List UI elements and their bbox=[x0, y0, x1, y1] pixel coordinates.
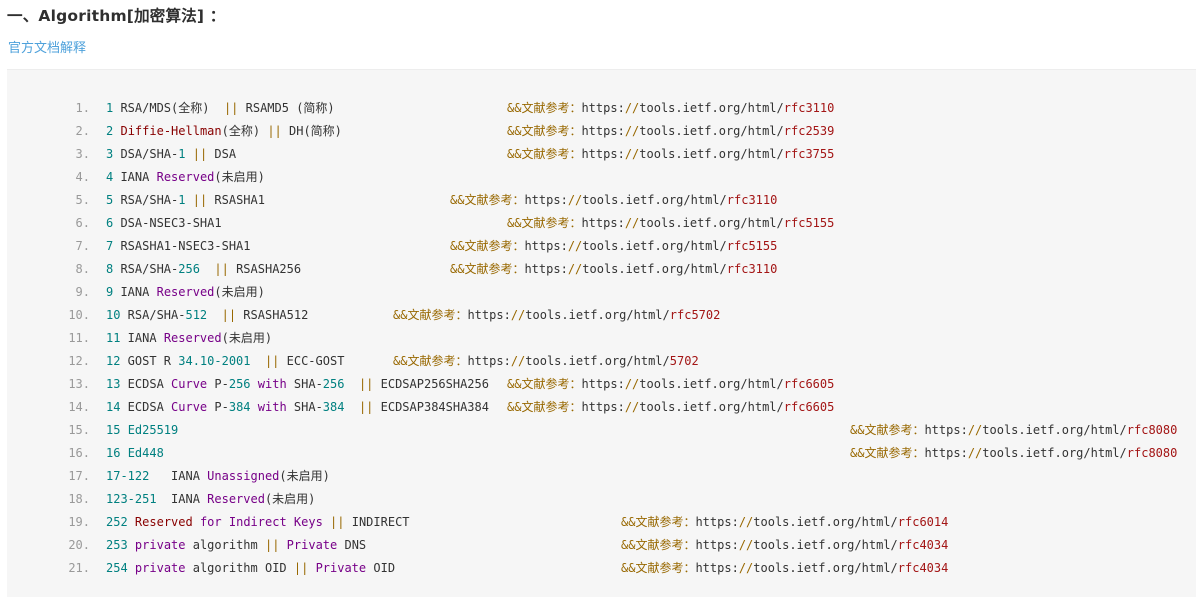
reference-url[interactable]: https://tools.ietf.org/html/rfc8080 bbox=[924, 446, 1178, 460]
code-line: 7. 7 RSASHA1-NSEC3-SHA1 &&文献参考：https://too… bbox=[7, 237, 1196, 255]
reference-url[interactable]: https://tools.ietf.org/html/rfc3110 bbox=[581, 101, 835, 115]
code-text: 3 DSA/SHA-1 || DSA bbox=[106, 147, 237, 161]
code-text: 2 Diffie-Hellman(全称) || DH(简称) bbox=[106, 124, 342, 138]
reference-note: &&文献参考：https://tools.ietf.org/html/rfc80… bbox=[850, 446, 1178, 460]
line-number: 13. bbox=[68, 377, 90, 391]
reference-url[interactable]: https://tools.ietf.org/html/rfc8080 bbox=[924, 423, 1178, 437]
code-text: 254 private algorithm OID || Private OID bbox=[106, 561, 396, 575]
line-number: 1. bbox=[75, 101, 90, 115]
section-heading: 一、Algorithm[加密算法] ： bbox=[7, 7, 226, 25]
code-text: 123-251 IANA Reserved(未启用) bbox=[106, 492, 316, 506]
code-line: 18. 123-251 IANA Reserved(未启用) bbox=[7, 490, 1196, 508]
line-number: 4. bbox=[75, 170, 90, 184]
code-text: 7 RSASHA1-NSEC3-SHA1 bbox=[106, 239, 251, 253]
code-line: 14. 14 ECDSA Curve P-384 with SHA-384 || … bbox=[7, 398, 1196, 416]
code-text: 4 IANA Reserved(未启用) bbox=[106, 170, 265, 184]
reference-note: &&文献参考：https://tools.ietf.org/html/rfc51… bbox=[450, 239, 778, 253]
line-number: 18. bbox=[68, 492, 90, 506]
line-number: 20. bbox=[68, 538, 90, 552]
reference-url[interactable]: https://tools.ietf.org/html/rfc6605 bbox=[581, 400, 835, 414]
reference-note: &&文献参考：https://tools.ietf.org/html/rfc66… bbox=[507, 377, 835, 391]
reference-url[interactable]: https://tools.ietf.org/html/rfc2539 bbox=[581, 124, 835, 138]
line-number: 17. bbox=[68, 469, 90, 483]
line-number: 6. bbox=[75, 216, 90, 230]
code-line: 16. 16 Ed448 &&文献参考：https://tools.ietf.org… bbox=[7, 444, 1196, 462]
line-number: 7. bbox=[75, 239, 90, 253]
code-line: 13. 13 ECDSA Curve P-256 with SHA-256 || … bbox=[7, 375, 1196, 393]
reference-note: &&文献参考：https://tools.ietf.org/html/5702 bbox=[393, 354, 699, 368]
code-line: 20. 253 private algorithm || Private DNS &… bbox=[7, 536, 1196, 554]
code-line: 19. 252 Reserved for Indirect Keys || IND… bbox=[7, 513, 1196, 531]
reference-note: &&文献参考：https://tools.ietf.org/html/rfc25… bbox=[507, 124, 835, 138]
code-text: 17-122 IANA Unassigned(未启用) bbox=[106, 469, 330, 483]
code-line: 2. 2 Diffie-Hellman(全称) || DH(简称) &&文献参考：h… bbox=[7, 122, 1196, 140]
code-line: 6. 6 DSA-NSEC3-SHA1 &&文献参考：https://tools.i… bbox=[7, 214, 1196, 232]
reference-note: &&文献参考：https://tools.ietf.org/html/rfc80… bbox=[850, 423, 1178, 437]
code-text: 10 RSA/SHA-512 || RSASHA512 bbox=[106, 308, 309, 322]
reference-url[interactable]: https://tools.ietf.org/html/rfc3755 bbox=[581, 147, 835, 161]
reference-url[interactable]: https://tools.ietf.org/html/rfc6014 bbox=[695, 515, 949, 529]
code-text: 252 Reserved for Indirect Keys || INDIRE… bbox=[106, 515, 410, 529]
reference-url[interactable]: https://tools.ietf.org/html/rfc4034 bbox=[695, 538, 949, 552]
code-text: 16 Ed448 bbox=[106, 446, 164, 460]
code-text: 12 GOST R 34.10-2001 || ECC-GOST bbox=[106, 354, 345, 368]
code-text: 253 private algorithm || Private DNS bbox=[106, 538, 367, 552]
code-line: 21. 254 private algorithm OID || Private … bbox=[7, 559, 1196, 577]
line-number: 3. bbox=[75, 147, 90, 161]
reference-url[interactable]: https://tools.ietf.org/html/rfc5155 bbox=[524, 239, 778, 253]
reference-note: &&文献参考：https://tools.ietf.org/html/rfc31… bbox=[450, 262, 778, 276]
code-line: 1. 1 RSA/MDS(全称) || RSAMD5 (简称) &&文献参考：htt… bbox=[7, 99, 1196, 117]
code-text: 5 RSA/SHA-1 || RSASHA1 bbox=[106, 193, 265, 207]
reference-note: &&文献参考：https://tools.ietf.org/html/rfc31… bbox=[507, 101, 835, 115]
code-text: 14 ECDSA Curve P-384 with SHA-384 || ECD… bbox=[106, 400, 489, 414]
line-number: 15. bbox=[68, 423, 90, 437]
line-number: 19. bbox=[68, 515, 90, 529]
reference-note: &&文献参考：https://tools.ietf.org/html/rfc66… bbox=[507, 400, 835, 414]
line-number: 10. bbox=[68, 308, 90, 322]
reference-url[interactable]: https://tools.ietf.org/html/rfc6605 bbox=[581, 377, 835, 391]
line-number: 16. bbox=[68, 446, 90, 460]
reference-url[interactable]: https://tools.ietf.org/html/rfc5702 bbox=[467, 308, 721, 322]
code-line: 12. 12 GOST R 34.10-2001 || ECC-GOST &&文献参… bbox=[7, 352, 1196, 370]
line-number: 9. bbox=[75, 285, 90, 299]
reference-note: &&文献参考：https://tools.ietf.org/html/rfc40… bbox=[621, 561, 949, 575]
line-number: 21. bbox=[68, 561, 90, 575]
line-number: 12. bbox=[68, 354, 90, 368]
code-line: 10. 10 RSA/SHA-512 || RSASHA512 &&文献参考：htt… bbox=[7, 306, 1196, 324]
reference-url[interactable]: https://tools.ietf.org/html/rfc4034 bbox=[695, 561, 949, 575]
line-number: 14. bbox=[68, 400, 90, 414]
reference-note: &&文献参考：https://tools.ietf.org/html/rfc57… bbox=[393, 308, 721, 322]
reference-note: &&文献参考：https://tools.ietf.org/html/rfc40… bbox=[621, 538, 949, 552]
code-line: 3. 3 DSA/SHA-1 || DSA &&文献参考：https://tools… bbox=[7, 145, 1196, 163]
code-line: 17. 17-122 IANA Unassigned(未启用) bbox=[7, 467, 1196, 485]
reference-url[interactable]: https://tools.ietf.org/html/rfc3110 bbox=[524, 262, 778, 276]
code-text: 13 ECDSA Curve P-256 with SHA-256 || ECD… bbox=[106, 377, 489, 391]
line-number: 11. bbox=[68, 331, 90, 345]
code-text: 1 RSA/MDS(全称) || RSAMD5 (简称) bbox=[106, 101, 335, 115]
line-number: 8. bbox=[75, 262, 90, 276]
code-line: 11. 11 IANA Reserved(未启用) bbox=[7, 329, 1196, 347]
code-text: 8 RSA/SHA-256 || RSASHA256 bbox=[106, 262, 302, 276]
reference-note: &&文献参考：https://tools.ietf.org/html/rfc51… bbox=[507, 216, 835, 230]
reference-url[interactable]: https://tools.ietf.org/html/rfc3110 bbox=[524, 193, 778, 207]
code-text: 15 Ed25519 bbox=[106, 423, 179, 437]
line-number: 5. bbox=[75, 193, 90, 207]
code-text: 11 IANA Reserved(未启用) bbox=[106, 331, 273, 345]
reference-note: &&文献参考：https://tools.ietf.org/html/rfc31… bbox=[450, 193, 778, 207]
code-block: 1. 1 RSA/MDS(全称) || RSAMD5 (简称) &&文献参考：htt… bbox=[7, 69, 1196, 597]
code-line: 5. 5 RSA/SHA-1 || RSASHA1 &&文献参考：https://t… bbox=[7, 191, 1196, 209]
line-number: 2. bbox=[75, 124, 90, 138]
code-line: 15. 15 Ed25519 &&文献参考：https://tools.ietf.o… bbox=[7, 421, 1196, 439]
reference-note: &&文献参考：https://tools.ietf.org/html/rfc60… bbox=[621, 515, 949, 529]
code-line: 8. 8 RSA/SHA-256 || RSASHA256 &&文献参考：https… bbox=[7, 260, 1196, 278]
reference-url[interactable]: https://tools.ietf.org/html/5702 bbox=[467, 354, 699, 368]
code-line: 4. 4 IANA Reserved(未启用) bbox=[7, 168, 1196, 186]
reference-url[interactable]: https://tools.ietf.org/html/rfc5155 bbox=[581, 216, 835, 230]
reference-note: &&文献参考：https://tools.ietf.org/html/rfc37… bbox=[507, 147, 835, 161]
code-text: 6 DSA-NSEC3-SHA1 bbox=[106, 216, 222, 230]
official-doc-link[interactable]: 官方文档解释 bbox=[8, 41, 87, 56]
code-text: 9 IANA Reserved(未启用) bbox=[106, 285, 265, 299]
code-line: 9. 9 IANA Reserved(未启用) bbox=[7, 283, 1196, 301]
